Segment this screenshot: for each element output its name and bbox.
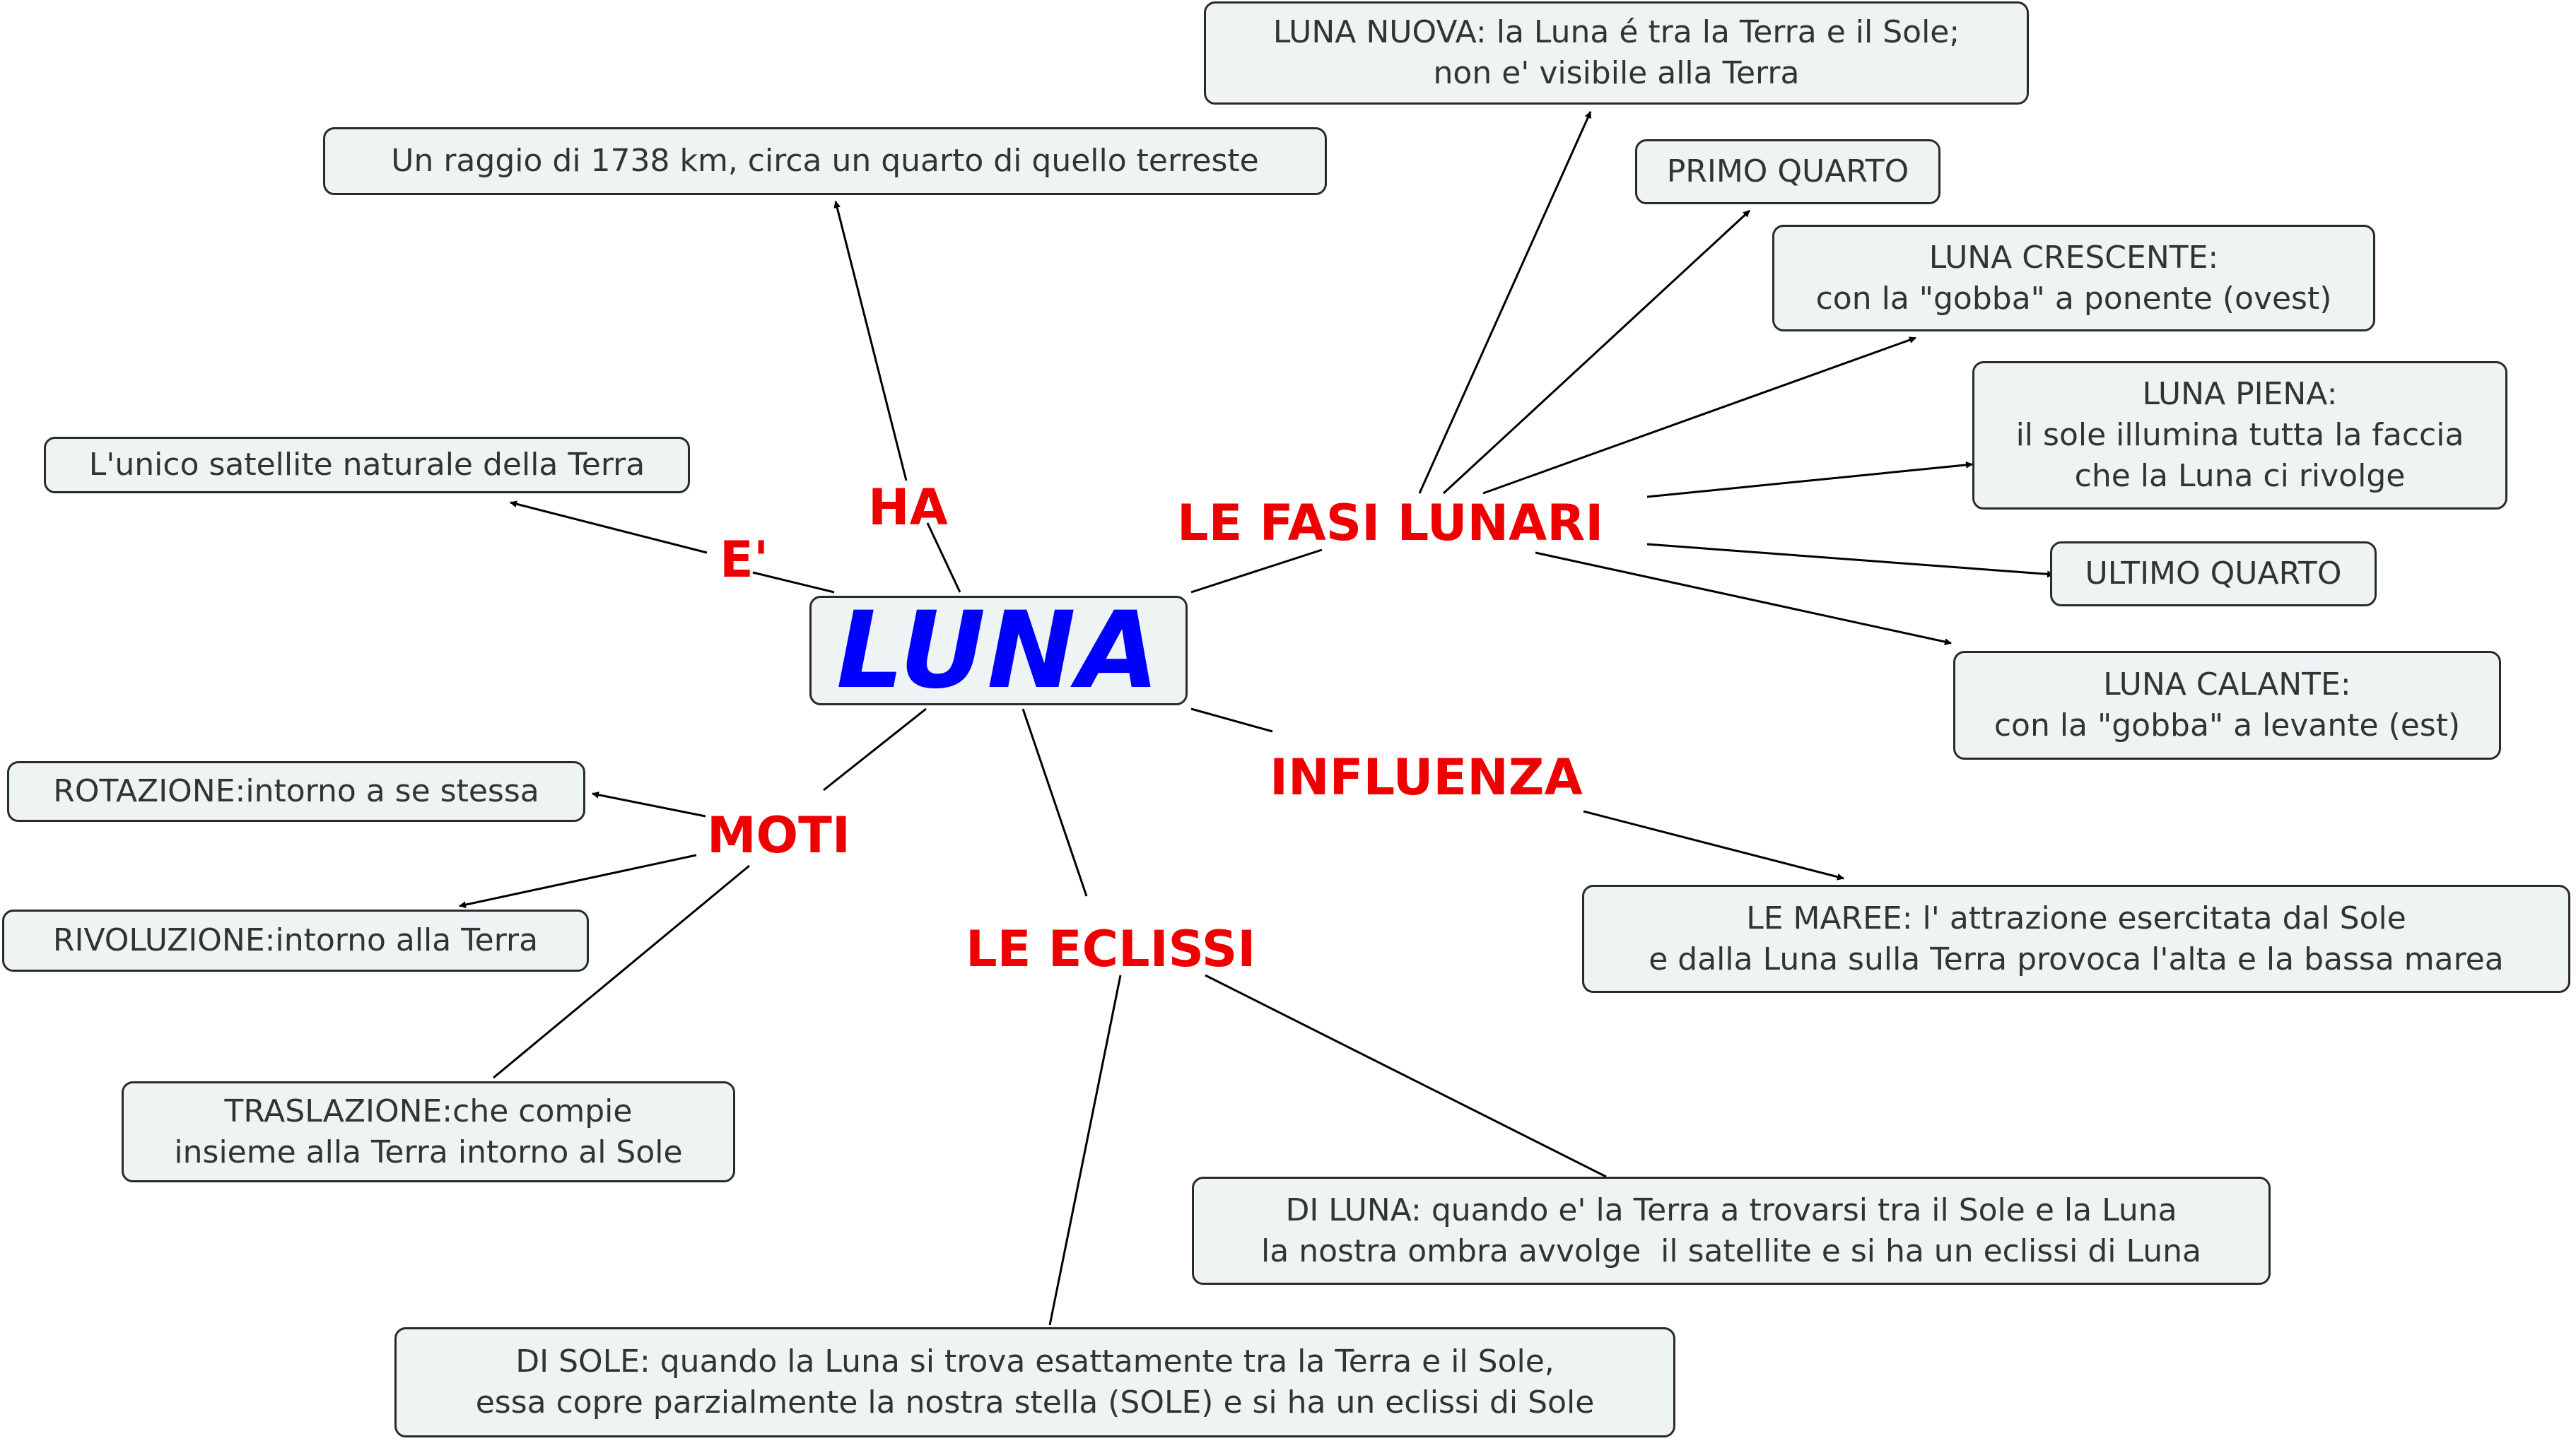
arrow-fasi-luna-nuova: [1418, 111, 1592, 494]
line-eclissi-sole: [1048, 975, 1122, 1326]
line-eclissi-luna: [1205, 974, 1607, 1178]
line-center-moti: [823, 707, 927, 792]
node-satellite: L'unico satellite naturale della Terra: [44, 437, 690, 493]
arrow-ha-raggio: [833, 201, 908, 481]
node-ultimo-quarto: ULTIMO QUARTO: [2050, 541, 2377, 606]
arrow-fasi-luna-piena: [1646, 461, 1973, 498]
line-center-eclissi: [1021, 708, 1088, 897]
label-fasi-lunari: LE FASI LUNARI: [1177, 494, 1604, 552]
label-ha: HA: [868, 478, 948, 536]
node-primo-quarto: PRIMO QUARTO: [1635, 139, 1940, 204]
node-luna-crescente: LUNA CRESCENTE: con la "gobba" a ponente…: [1772, 225, 2375, 331]
arrow-fasi-primo-quarto: [1442, 209, 1751, 495]
arrow-moti-rotazione: [592, 791, 706, 818]
node-raggio: Un raggio di 1738 km, circa un quarto di…: [323, 127, 1327, 195]
line-center-ha: [926, 522, 961, 593]
center-node-luna: LUNA: [809, 596, 1188, 705]
line-center-fasi: [1190, 548, 1323, 594]
line-moti-traslazione: [493, 864, 750, 1079]
line-center-e: [752, 571, 835, 594]
line-center-influenza: [1190, 707, 1273, 733]
node-luna-calante: LUNA CALANTE: con la "gobba" a levante (…: [1953, 651, 2501, 760]
node-rivoluzione: RIVOLUZIONE:intorno alla Terra: [2, 910, 589, 972]
arrow-influenza-maree: [1583, 810, 1844, 881]
arrow-e-satellite: [510, 500, 708, 554]
node-maree: LE MAREE: l' attrazione esercitata dal S…: [1582, 885, 2570, 993]
node-eclissi-luna: DI LUNA: quando e' la Terra a trovarsi t…: [1192, 1177, 2271, 1285]
arrow-fasi-ultimo-quarto: [1646, 543, 2054, 578]
arrow-fasi-luna-calante: [1535, 551, 1952, 645]
label-moti: MOTI: [707, 806, 850, 864]
node-luna-nuova: LUNA NUOVA: la Luna é tra la Terra e il …: [1204, 1, 2029, 105]
label-eclissi: LE ECLISSI: [966, 920, 1256, 978]
node-luna-piena: LUNA PIENA: il sole illumina tutta la fa…: [1972, 361, 2507, 510]
label-influenza: INFLUENZA: [1270, 748, 1583, 806]
label-e: E': [720, 531, 769, 589]
arrow-fasi-luna-crescente: [1482, 336, 1916, 495]
node-traslazione: TRASLAZIONE:che compie insieme alla Terr…: [122, 1081, 735, 1182]
center-title: LUNA: [836, 589, 1161, 712]
node-rotazione: ROTAZIONE:intorno a se stessa: [7, 761, 585, 822]
node-eclissi-sole: DI SOLE: quando la Luna si trova esattam…: [394, 1327, 1675, 1437]
arrow-moti-rivoluzione: [459, 854, 697, 908]
